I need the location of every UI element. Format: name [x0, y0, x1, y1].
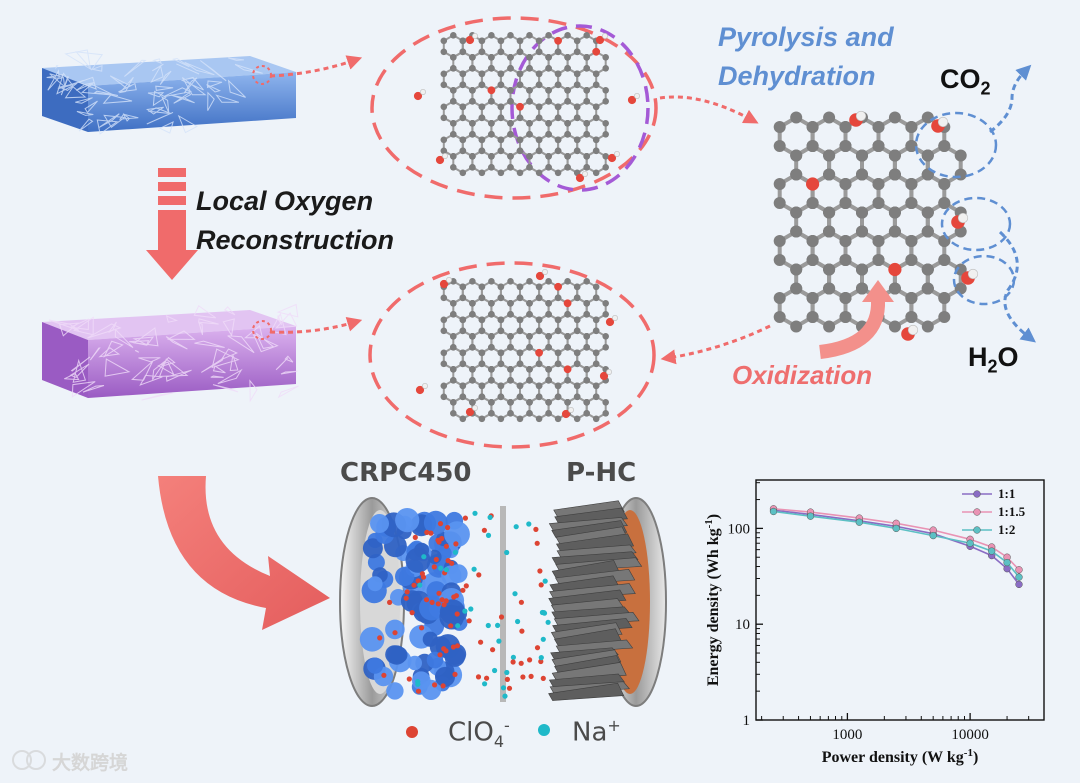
battery-cell: [340, 498, 666, 706]
zoom-ellipse-bottom: [370, 263, 654, 447]
cathode-label: CRPC450: [340, 458, 472, 488]
legend-marker: [974, 491, 981, 498]
legend-label: 1:1.5: [998, 504, 1026, 519]
co2-label: CO2: [940, 64, 991, 99]
series-point: [856, 519, 863, 526]
co2-release-arrow: [990, 70, 1026, 132]
purple-foam-block: [42, 305, 299, 401]
anion-legend-dot: [406, 726, 418, 738]
y-axis-title: Energy density (Wh kg-1): [703, 514, 722, 686]
pyrolysis-arrow: [660, 97, 752, 120]
return-arrow: [668, 326, 770, 358]
x-tick-label: 1000: [832, 727, 862, 743]
watermark-text: 大数跨境: [52, 748, 128, 775]
legend-label: 1:2: [998, 522, 1015, 537]
series-point: [967, 540, 974, 547]
series-point: [770, 508, 777, 515]
series-point: [1004, 559, 1011, 566]
y-tick-label: 10: [735, 617, 750, 633]
cation-label: Na+: [572, 716, 621, 748]
x-tick-label: 10000: [951, 727, 989, 743]
series-point: [893, 525, 900, 532]
zoom-ellipse-top: [372, 18, 656, 198]
series-point: [1016, 581, 1023, 588]
y-tick-label: 100: [728, 521, 751, 537]
series-point: [807, 513, 814, 520]
series-point: [1016, 566, 1023, 573]
blue-foam-block: [42, 50, 296, 134]
oxidization-label: Oxidization: [732, 360, 872, 391]
h2o-label: H2O: [968, 342, 1019, 377]
legend-label: 1:1: [998, 486, 1015, 501]
anion-label: ClO4-: [448, 716, 510, 751]
graphene-sheet-bottom: [416, 269, 618, 422]
assembly-arrow: [158, 476, 330, 630]
series-point: [988, 548, 995, 555]
watermark-logo-icon: [13, 751, 45, 769]
legend-marker: [974, 509, 981, 516]
x-axis-title: Power density (W kg-1): [822, 747, 979, 766]
legend-marker: [974, 527, 981, 534]
pyrolysis-label: Pyrolysis and Dehydration: [718, 18, 894, 96]
reconstruction-arrow: [146, 168, 198, 280]
cation-legend-dot: [538, 724, 550, 736]
h2o-release-arrow: [1000, 232, 1030, 338]
reconstruction-label: Local Oxygen Reconstruction: [196, 182, 394, 260]
anode-label: P-HC: [566, 458, 636, 488]
y-tick-label: 1: [743, 713, 751, 729]
series-point: [1016, 574, 1023, 581]
series-point: [930, 532, 937, 539]
